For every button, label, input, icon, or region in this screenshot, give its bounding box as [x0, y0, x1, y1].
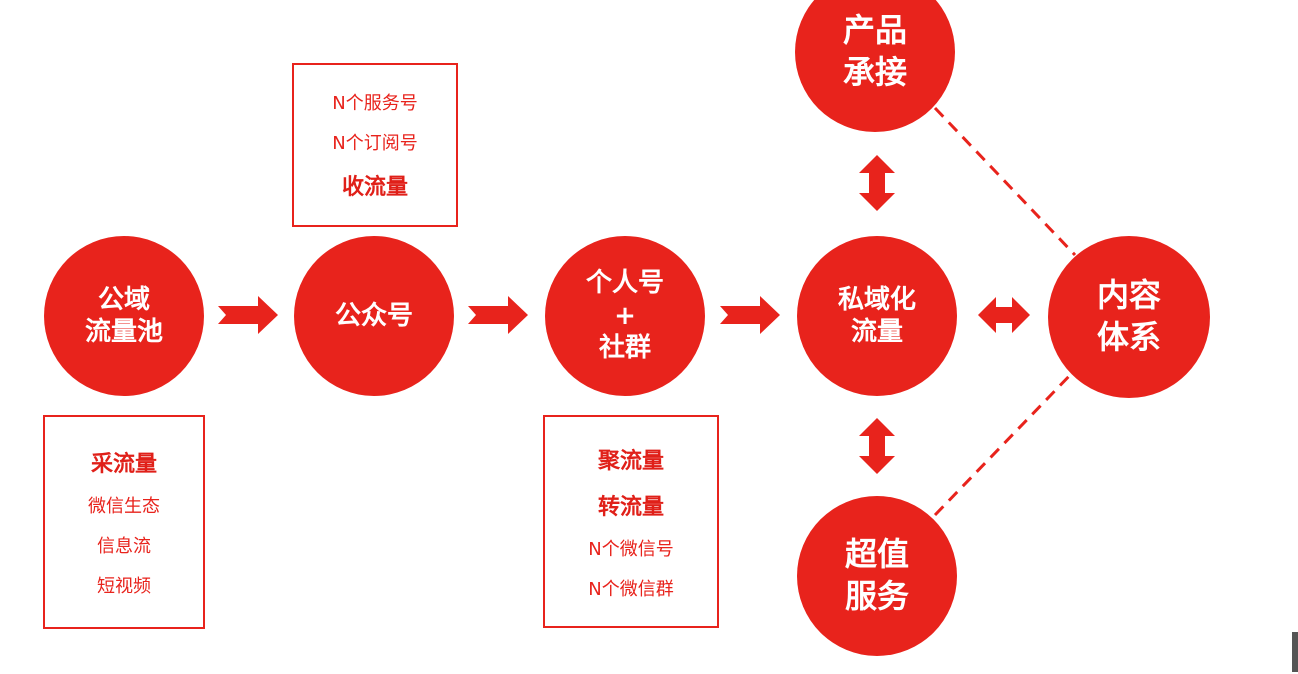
box-heading: 采流量 — [90, 452, 157, 477]
box-item: N个订阅号 — [332, 133, 418, 154]
box-item: 微信生态 — [88, 496, 160, 517]
arrow-right-icon — [720, 296, 780, 334]
node-label-line: 服务 — [844, 577, 909, 615]
box-item: N个微信号 — [588, 538, 674, 560]
node-label-line: 私域化 — [837, 284, 916, 315]
node-label-line: 内容 — [1096, 276, 1161, 315]
node-private-traffic: 私域化 流量 — [797, 236, 957, 396]
double-arrow-horizontal-icon — [978, 297, 1030, 333]
node-label-line: 承接 — [842, 53, 907, 91]
node-content-system: 内容 体系 — [1048, 236, 1210, 398]
arrow-right-icon — [468, 296, 528, 334]
node-product: 产品 承接 — [795, 0, 955, 132]
box-item: N个服务号 — [332, 93, 418, 114]
dashed-line-product-content — [933, 106, 1077, 257]
box-item: 短视频 — [97, 576, 151, 597]
node-label-line: 流量 — [850, 317, 903, 347]
dashed-line-service-content — [933, 368, 1077, 517]
box-heading: 收流量 — [341, 175, 408, 200]
box-gather-convert-traffic: 聚流量 转流量 N个微信号 N个微信群 — [543, 415, 719, 628]
box-item: 信息流 — [97, 536, 151, 557]
box-collect-traffic: 采流量 微信生态 信息流 短视频 — [43, 415, 205, 629]
node-label-line: 个人号 — [585, 268, 664, 299]
node-label-line: 体系 — [1096, 318, 1161, 356]
node-label-line: 产品 — [842, 11, 907, 50]
node-official-account: 公众号 — [294, 236, 454, 396]
node-label-line: 流量池 — [84, 317, 163, 347]
box-item: N个微信群 — [588, 578, 674, 600]
node-label-plus: + — [614, 300, 636, 331]
arrow-right-icon — [218, 296, 278, 334]
double-arrow-vertical-icon — [859, 418, 895, 474]
node-label-line: 超值 — [844, 535, 909, 574]
double-arrow-vertical-icon — [859, 155, 895, 211]
box-heading: 转流量 — [597, 494, 664, 520]
node-value-service: 超值 服务 — [797, 496, 957, 656]
edge-scrollbar — [1292, 632, 1298, 672]
node-label-line: 社群 — [598, 333, 651, 364]
node-label-line: 公众号 — [334, 300, 413, 331]
node-public-traffic-pool: 公域 流量池 — [44, 236, 204, 396]
box-receive-traffic: N个服务号 N个订阅号 收流量 — [292, 63, 458, 227]
node-label-line: 公域 — [97, 284, 150, 315]
node-personal-and-community: 个人号 + 社群 — [545, 236, 705, 396]
box-heading: 聚流量 — [597, 448, 664, 474]
